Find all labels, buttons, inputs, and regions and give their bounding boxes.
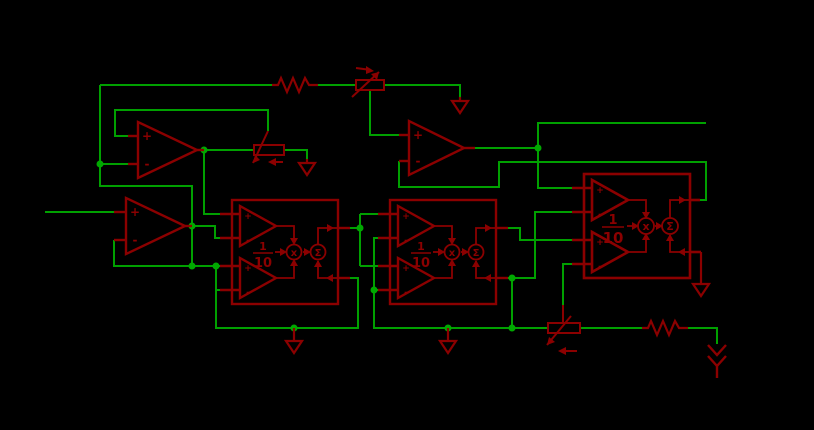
pot1-wiper-arrowhead — [371, 72, 379, 80]
wire-pot2-gnd[interactable] — [284, 149, 308, 159]
wire-opamp2-to-m1[interactable] — [192, 225, 232, 239]
m2-x-plus: + — [402, 212, 410, 222]
junction-dots — [96, 144, 542, 332]
potentiometer-3[interactable] — [546, 305, 581, 355]
multiplier-1[interactable]: 1 10 + - + - x Σ — [220, 198, 350, 306]
m1-multiply-symbol: x — [291, 248, 298, 259]
m3-y-minus: - — [598, 262, 602, 272]
junction-dot — [508, 324, 516, 332]
m2-multiply-symbol: x — [449, 248, 456, 259]
potentiometer-1[interactable] — [351, 66, 385, 98]
grounds — [283, 97, 712, 355]
pot1-adjust-arrowhead — [366, 66, 374, 74]
wire-pot1-wiper[interactable] — [369, 90, 399, 136]
junction-dot — [96, 160, 104, 168]
wire-m2w-to-m3[interactable] — [508, 227, 572, 241]
wire-bus-left[interactable] — [99, 85, 193, 226]
resistors[interactable] — [272, 75, 688, 338]
m1-gain-denominator: 10 — [254, 256, 272, 271]
opamp-2[interactable]: + - — [114, 196, 192, 256]
m3-gain-denominator: 10 — [603, 229, 624, 247]
ground-5 — [690, 252, 712, 298]
resistor-2[interactable] — [642, 318, 688, 338]
ground-4 — [437, 328, 459, 355]
m3-x-minus: - — [598, 210, 602, 220]
m1-sum-symbol: Σ — [315, 248, 322, 259]
opamp3-minus-label: - — [416, 154, 421, 168]
potentiometer-2[interactable] — [252, 130, 285, 166]
ground-2 — [296, 159, 318, 177]
wire-rail2[interactable] — [373, 237, 548, 329]
wire-rail1[interactable] — [215, 266, 359, 329]
wire-m3-yminus[interactable] — [562, 263, 572, 305]
wire-opamp1-plus-loop[interactable] — [114, 109, 269, 137]
m3-sum-symbol: Σ — [666, 220, 674, 233]
multiplier-2[interactable]: 1 10 + - + - x Σ — [378, 198, 508, 306]
m1-arrowheads — [280, 224, 334, 282]
multiplier-3[interactable]: 1 10 + - + - x Σ — [572, 172, 701, 280]
resistor-1[interactable] — [272, 75, 318, 95]
m3-y-plus: + — [596, 238, 604, 248]
m3-gain-numerator: 1 — [608, 213, 617, 228]
wire-opamp2-feedback[interactable] — [113, 226, 193, 267]
opamps[interactable]: + - + - + - — [114, 119, 475, 256]
junction-dot — [188, 262, 196, 270]
wire-m3w-feedback[interactable] — [398, 161, 707, 201]
opamp2-plus-label: + — [130, 205, 140, 219]
wire-opamp3-up[interactable] — [537, 122, 706, 148]
opamp-3[interactable]: + - — [399, 119, 475, 177]
m1-y-plus: + — [244, 264, 252, 274]
m3-arrowheads — [632, 196, 686, 256]
ground-1 — [449, 97, 471, 115]
m2-x-minus: - — [404, 236, 408, 246]
m2-sum-symbol: Σ — [473, 248, 480, 259]
wire-m3-xminus[interactable] — [512, 211, 572, 279]
m2-y-minus: - — [404, 288, 408, 298]
potentiometers[interactable] — [252, 66, 581, 355]
pot2-wiper-arrowhead — [253, 155, 260, 163]
junction-dot — [370, 286, 378, 294]
ground-3 — [283, 328, 305, 355]
m1-x-minus: - — [246, 236, 250, 246]
pot3-adjust-arrowhead — [558, 347, 566, 355]
junction-dot — [534, 144, 542, 152]
m2-gain-numerator: 1 — [417, 240, 425, 253]
m2-gain-denominator: 10 — [412, 256, 430, 271]
m3-x-plus: + — [596, 186, 604, 196]
pot2-adjust-arrowhead — [268, 158, 276, 166]
junction-dot — [508, 274, 516, 282]
wire-m2-z[interactable] — [508, 277, 513, 328]
m2-y-plus: + — [402, 264, 410, 274]
opamp1-minus-label: - — [145, 157, 150, 171]
opamp-1[interactable]: + - — [128, 120, 204, 180]
m1-gain-numerator: 1 — [259, 240, 267, 253]
wire-opamp1-to-m1[interactable] — [203, 150, 232, 215]
junction-dot — [356, 224, 364, 232]
m1-y-minus: - — [246, 288, 250, 298]
m3-multiply-symbol: x — [642, 220, 649, 233]
opamp2-minus-label: - — [133, 233, 138, 247]
junction-dot — [212, 262, 220, 270]
opamp1-plus-label: + — [142, 129, 152, 143]
wire-r2-port[interactable] — [684, 327, 718, 344]
opamp3-plus-label: + — [413, 128, 423, 142]
m2-arrowheads — [438, 224, 492, 282]
pot3-wiper-arrowhead — [547, 337, 555, 345]
output-port-chevron[interactable] — [707, 344, 727, 378]
wire-pot1-gnd[interactable] — [384, 84, 461, 97]
wire-m3-xplus[interactable] — [537, 148, 572, 189]
m1-x-plus: + — [244, 212, 252, 222]
